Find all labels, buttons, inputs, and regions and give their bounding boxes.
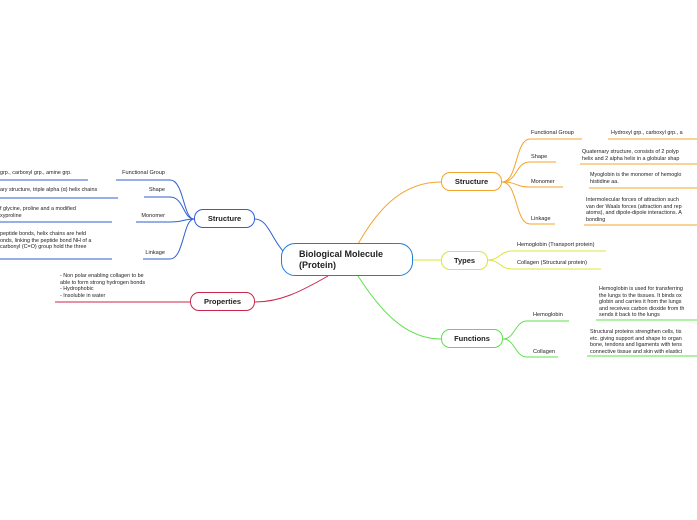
connector-central-properties (254, 275, 329, 303)
ls-functional-group-text: grp., carboxyl grp., amine grp. (0, 170, 72, 176)
rs-monomer-label[interactable]: Monomer (531, 179, 555, 185)
rs-linkage-text: Intermolecular forces of attraction such… (586, 197, 682, 223)
topic-properties-label: Properties (203, 297, 242, 306)
topic-structure-left-label: Structure (207, 214, 242, 223)
rs-functional-group-label[interactable]: Functional Group (531, 130, 574, 136)
fn-collagen-label[interactable]: Collagen (533, 349, 556, 355)
topic-functions[interactable]: Functions (441, 329, 503, 348)
types-item-collagen[interactable]: Collagen (Structural protein) (517, 260, 587, 266)
ls-monomer-text: f glycine, proline and a modified xyprol… (0, 206, 76, 219)
fn-hemoglobin-text: Hemoglobin is used for transferring the … (599, 286, 685, 318)
connector-central-structure-left (254, 218, 285, 253)
topic-functions-label: Functions (454, 334, 490, 343)
connector-rs-functional (501, 138, 582, 183)
rs-linkage-label[interactable]: Linkage (531, 216, 551, 222)
connector-ls-linkage (143, 218, 195, 260)
topic-structure-right[interactable]: Structure (441, 172, 502, 191)
fn-hemoglobin-label[interactable]: Hemoglobin (533, 312, 563, 318)
connector-central-structure-right (357, 181, 442, 245)
connector-rs-linkage (501, 181, 555, 225)
connector-fn-coll (502, 338, 558, 358)
connector-types-coll (487, 259, 601, 270)
ls-monomer-label[interactable]: Monomer (141, 213, 165, 219)
connector-ls-shape (144, 196, 195, 220)
topic-structure-left[interactable]: Structure (194, 209, 255, 228)
ls-shape-label[interactable]: Shape (148, 187, 165, 193)
central-topic-title: Biological Molecule (Protein) (299, 248, 384, 270)
fn-collagen-text: Structural proteins strengthen cells, ti… (590, 329, 683, 355)
connector-fn-hemo (502, 320, 569, 340)
connector-rs-monomer (501, 181, 563, 188)
ls-functional-group-label[interactable]: Functional Group (122, 170, 165, 176)
topic-properties[interactable]: Properties (190, 292, 255, 311)
properties-text: - Non polar enabling collagen to be able… (60, 273, 146, 299)
connector-ls-monomer (136, 218, 195, 223)
rs-functional-group-text: Hydroxyl grp., carboxyl grp., a (611, 130, 683, 136)
rs-shape-text: Quaternary structure, consists of 2 poly… (582, 149, 680, 162)
ls-linkage-label[interactable]: Linkage (145, 250, 165, 256)
types-item-hemoglobin[interactable]: Hemoglobin (Transport protein) (517, 242, 595, 248)
connector-ls-functional (116, 179, 195, 220)
connector-central-functions (357, 275, 442, 340)
topic-structure-right-label: Structure (454, 177, 489, 186)
ls-shape-text: ary structure, triple alpha (α) helix ch… (0, 187, 98, 193)
central-topic[interactable]: Biological Molecule (Protein) (281, 243, 413, 276)
topic-types-label: Types (453, 256, 476, 265)
topic-types[interactable]: Types (441, 251, 488, 270)
rs-shape-label[interactable]: Shape (531, 154, 548, 160)
connector-rs-shape (501, 161, 556, 183)
rs-monomer-text: Myoglobin is the monomer of hemoglo hist… (590, 172, 682, 185)
connector-types-hemo (487, 250, 606, 261)
ls-linkage-text: peptide bonds, helix chains are held ond… (0, 231, 92, 250)
